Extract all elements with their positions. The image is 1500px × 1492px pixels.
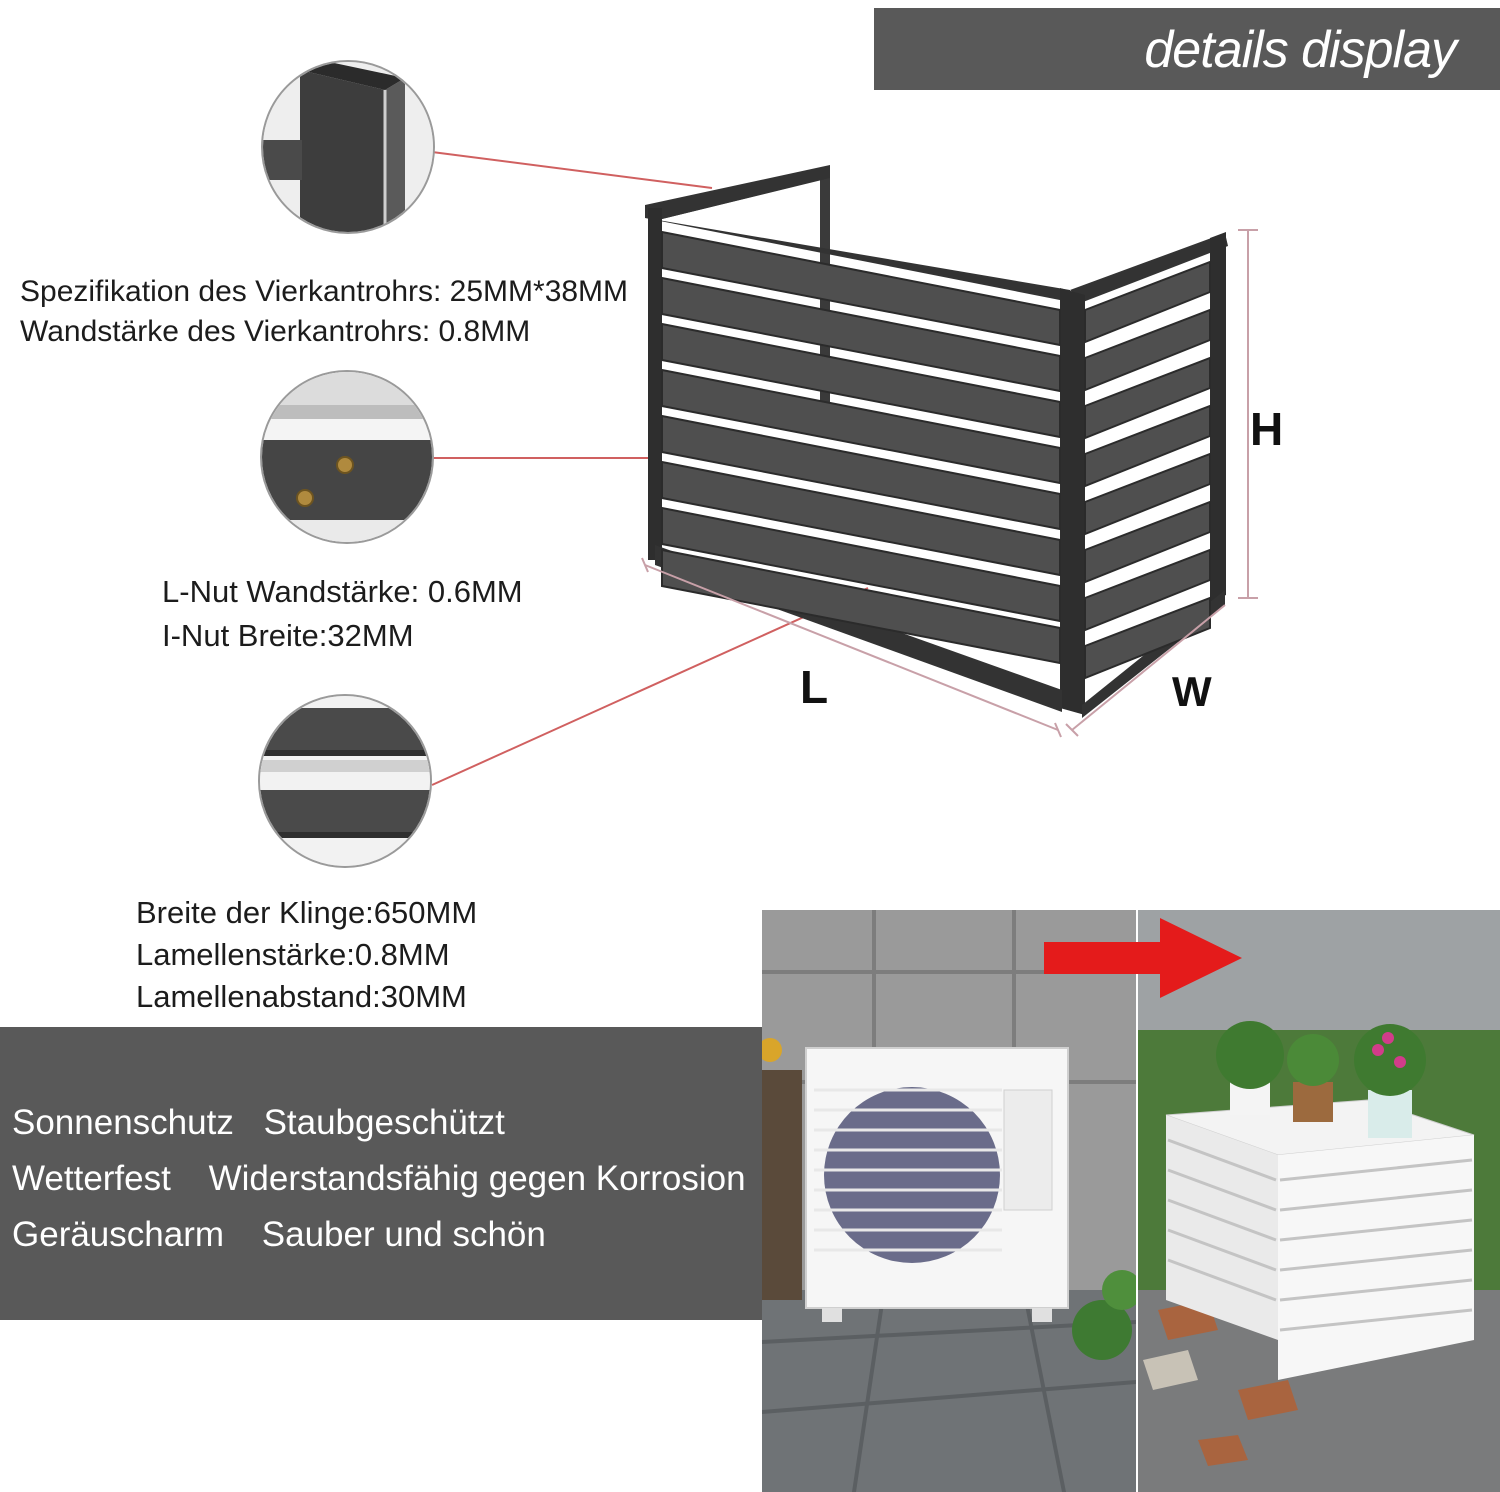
dimension-width-label: W [1172, 668, 1212, 715]
detail-circle-blade [258, 694, 432, 868]
leader-line-tube [431, 151, 713, 189]
header-bar: details display [874, 8, 1500, 90]
feature-row-3: Geräuscharm Sauber und schön [12, 1215, 546, 1255]
feature-sun-protection: Sonnenschutz [12, 1103, 234, 1142]
page-title: details display [1144, 21, 1457, 79]
before-photo [762, 910, 1136, 1492]
transform-arrow-icon [1044, 918, 1242, 998]
spec-tube-wall: Wandstärke des Vierkantrohrs: 0.8MM [20, 315, 531, 348]
spec-l-groove: L-Nut Wandstärke: 0.6MM [162, 574, 523, 609]
after-photo [1138, 910, 1500, 1492]
feature-row-2: Wetterfest Widerstandsfähig gegen Korros… [12, 1159, 746, 1199]
feature-clean-beautiful: Sauber und schön [261, 1215, 546, 1254]
spec-tube: Spezifikation des Vierkantrohrs: 25MM*38… [20, 272, 628, 352]
spec-blade-thickness: Lamellenstärke:0.8MM [136, 937, 450, 972]
dimension-height-label: H [1250, 403, 1284, 455]
dimension-lines [641, 229, 1258, 738]
spec-i-groove: I-Nut Breite:32MM [162, 618, 414, 653]
features-panel: Sonnenschutz Staubgeschützt Wetterfest W… [0, 1027, 762, 1320]
dimension-length-label: L [800, 661, 829, 713]
leader-line-blade [431, 587, 869, 786]
spec-groove: L-Nut Wandstärke: 0.6MM I-Nut Breite:32M… [162, 570, 523, 658]
feature-low-noise: Geräuscharm [12, 1215, 225, 1254]
spec-blade-spacing: Lamellenabstand:30MM [136, 979, 467, 1014]
feature-dust-protection: Staubgeschützt [263, 1103, 505, 1142]
detail-circle-groove [260, 370, 434, 544]
detail-circle-tube [261, 60, 435, 234]
product-diagram [258, 60, 1258, 868]
spec-blade-width: Breite der Klinge:650MM [136, 895, 478, 930]
spec-tube-size: Spezifikation des Vierkantrohrs: 25MM*38… [20, 275, 629, 308]
feature-row-1: Sonnenschutz Staubgeschützt [12, 1103, 505, 1143]
enclosure-drawing [645, 165, 1228, 718]
feature-corrosion-resistant: Widerstandsfähig gegen Korrosion [208, 1159, 746, 1198]
feature-weatherproof: Wetterfest [12, 1159, 171, 1198]
spec-blade: Breite der Klinge:650MM Lamellenstärke:0… [136, 892, 477, 1018]
